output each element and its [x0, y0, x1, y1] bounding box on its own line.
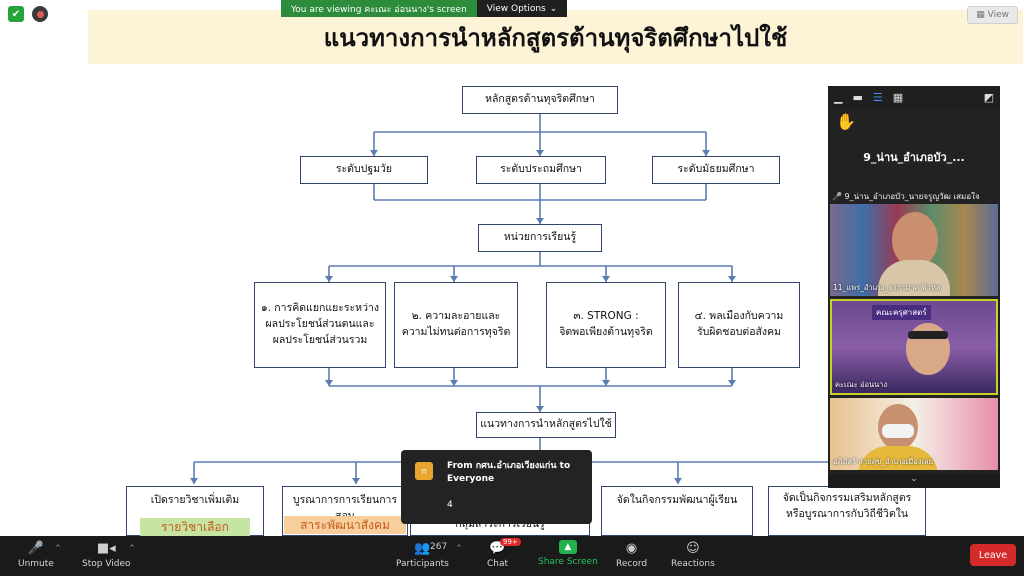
share-screen-label: Share Screen: [538, 557, 598, 567]
participant-name-label: 🎤 9_น่าน_อำเภอบัว_นายจรูญวัฒ เสมอใจ: [832, 190, 996, 203]
level-box-primary: ระดับประถมศึกษา: [476, 156, 606, 184]
sender-avatar: ก: [415, 462, 433, 480]
face-mask: [882, 424, 914, 438]
reactions-button[interactable]: ☺ Reactions: [671, 540, 715, 570]
video-panel-toolbar: ▁ ▬ ☰ ▦ ◩: [828, 86, 1000, 108]
record-label: Record: [616, 559, 648, 569]
exit-panel-icon[interactable]: ◩: [983, 90, 994, 104]
unit-4-line-2: รับผิดชอบต่อสังคม: [697, 326, 781, 338]
leave-button[interactable]: Leave: [970, 544, 1016, 566]
speaker-view-icon[interactable]: ☰: [872, 90, 883, 104]
view-options-button[interactable]: View Options ⌄: [476, 0, 568, 17]
chat-message: 4: [447, 500, 453, 510]
audio-options-chevron-icon[interactable]: ^: [55, 544, 61, 552]
highlight-elective: รายวิชาเลือก: [140, 518, 250, 536]
minimize-icon[interactable]: ▁: [834, 90, 843, 104]
view-button-label: View: [987, 10, 1009, 20]
participant-face: [892, 212, 938, 268]
record-button[interactable]: ◉ Record: [616, 540, 648, 570]
video-tile-2[interactable]: คณะครุศาสตร์ คะเณะ อ่อนนาง: [830, 299, 998, 395]
unit-item-4: ๔. พลเมืองกับความ รับผิดชอบต่อสังคม: [678, 282, 800, 368]
flowchart-connectors: [190, 114, 886, 484]
faculty-logo: คณะครุศาสตร์: [872, 305, 931, 320]
gallery-view-icon[interactable]: ▦: [892, 90, 904, 104]
unit-item-1: ๑. การคิดแยกแยะระหว่าง ผลประโยชน์ส่วนตนแ…: [254, 282, 386, 368]
highlight-social: สาระพัฒนาสังคม: [284, 516, 406, 534]
bottom-box-5: จัดเป็นกิจกรรมเสริมหลักสูตร หรือบูรณาการ…: [768, 486, 926, 536]
video-tile-1[interactable]: 11_แพร่_อำเภอ_จงกามาศ ฟ้าห่ส: [830, 204, 998, 296]
slide-header: [88, 10, 1023, 64]
participant-name-text: 9_น่าน_อำเภอบัว_นายจรูญวัฒ เสมอใจ: [844, 192, 980, 201]
video-tile-3[interactable]: อภิภัสร์ สายสุข_อำเภอเมืองเลย: [830, 398, 998, 470]
chat-label: Chat: [487, 559, 509, 569]
unit-3-line-1: ๓. STRONG :: [573, 310, 639, 323]
bottom-box-5-line-1: จัดเป็นกิจกรรมเสริมหลักสูตร: [782, 492, 912, 504]
participants-icon: 👥: [414, 540, 431, 556]
unit-2-line-1: ๒. ความละอายและ: [411, 310, 501, 323]
stop-video-label: Stop Video: [82, 559, 131, 569]
unmute-label: Unmute: [18, 559, 54, 569]
chat-sender: From กศน.อำเภอเวียงแก่น to Everyone: [447, 461, 571, 485]
unit-2-line-2: ความไม่ทนต่อการทุจริต: [401, 326, 511, 338]
unit-1-line-2: ผลประโยชน์ส่วนตนและ: [265, 318, 375, 331]
view-grid-icon: ▦: [976, 10, 988, 20]
mic-muted-icon: 🎤: [27, 540, 45, 556]
reactions-label: Reactions: [671, 559, 715, 569]
unit-3-line-2: จิตพอเพียงต้านทุจริต: [559, 326, 653, 338]
chat-notification[interactable]: ก From กศน.อำเภอเวียงแก่น to Everyone 4: [401, 450, 592, 524]
root-box: หลักสูตรต้านทุจริตศึกษา: [462, 86, 618, 114]
unmute-button[interactable]: 🎤 Unmute: [18, 540, 54, 570]
participants-label: Participants: [396, 559, 449, 569]
chevron-down-icon: ⌄: [549, 3, 558, 14]
video-panel: ▁ ▬ ☰ ▦ ◩ ✋ 9_น่าน_อำเภอบัว_... 🎤 9_น่าน…: [828, 86, 1000, 488]
share-screen-icon: ▲: [558, 540, 577, 554]
tile-1-label: 11_แพร่_อำเภอ_จงกามาศ ฟ้าห่ส: [833, 283, 941, 292]
bottom-box-5-line-2: หรือบูรณาการกับวิถีชีวิตใน: [785, 507, 909, 520]
security-shield-icon[interactable]: ✔: [8, 6, 24, 22]
participants-options-chevron-icon[interactable]: ^: [456, 544, 462, 552]
strip-view-icon[interactable]: ▬: [852, 90, 863, 104]
unit-item-2: ๒. ความละอายและ ความไม่ทนต่อการทุจริต: [394, 282, 518, 368]
video-options-chevron-icon[interactable]: ^: [129, 544, 135, 552]
unit-4-line-1: ๔. พลเมืองกับความ: [694, 310, 784, 323]
meeting-toolbar: 🎤 Unmute ^ ■◂ Stop Video ^ 👥 Participant…: [0, 536, 1024, 576]
record-icon: ◉: [625, 540, 638, 556]
unit-box: หน่วยการเรียนรู้: [478, 224, 602, 252]
slide-title: แนวทางการนำหลักสูตรต้านทุจริตศึกษาไปใช้: [323, 23, 788, 52]
unit-item-3: ๓. STRONG : จิตพอเพียงต้านทุจริต: [546, 282, 666, 368]
participants-button[interactable]: 👥 Participants: [396, 540, 449, 570]
raised-hand-icon: ✋: [836, 112, 856, 131]
view-options-label: View Options: [486, 3, 546, 14]
muted-mic-icon: 🎤: [832, 192, 842, 201]
level-box-secondary: ระดับมัธยมศึกษา: [652, 156, 780, 184]
bottom-box-4-text: จัดในกิจกรรมพัฒนาผู้เรียน: [616, 494, 738, 506]
view-button[interactable]: ▦ View: [967, 6, 1018, 24]
smiley-plus-icon: ☺: [686, 540, 700, 556]
participant-body: [878, 260, 950, 296]
unit-1-line-3: ผลประโยชน์ส่วนรวม: [272, 333, 368, 346]
bottom-box-4: จัดในกิจกรรมพัฒนาผู้เรียน: [601, 486, 753, 536]
presenter-glasses: [908, 331, 948, 339]
level-box-preschool: ระดับปฐมวัย: [300, 156, 428, 184]
panel-collapse-chevron-icon[interactable]: ⌄: [828, 474, 1000, 488]
active-participant-name: 9_น่าน_อำเภอบัว_...: [863, 151, 965, 164]
approach-box: แนวทางการนำหลักสูตรไปใช้: [476, 412, 616, 438]
screen-share-banner: You are viewing คะเณะ อ่อนนาง's screen V…: [281, 0, 568, 17]
tile-3-label: อภิภัสร์ สายสุข_อำเภอเมืองเลย: [833, 457, 933, 466]
unit-1-line-1: ๑. การคิดแยกแยะระหว่าง: [260, 302, 380, 315]
share-screen-button[interactable]: ▲ Share Screen: [538, 540, 598, 567]
stop-video-button[interactable]: ■◂ Stop Video: [82, 540, 131, 570]
video-camera-icon: ■◂: [96, 540, 116, 556]
bottom-box-1-text: เปิดรายวิชาเพิ่มเติม: [150, 494, 240, 506]
meeting-status-icons: ✔: [8, 6, 48, 22]
viewing-screen-text: You are viewing คะเณะ อ่อนนาง's screen: [281, 0, 477, 17]
tile-2-label: คะเณะ อ่อนนาง: [835, 380, 888, 389]
chat-unread-badge: 99+: [500, 538, 521, 546]
recording-icon: [32, 6, 48, 22]
participants-count: 267: [430, 542, 448, 552]
